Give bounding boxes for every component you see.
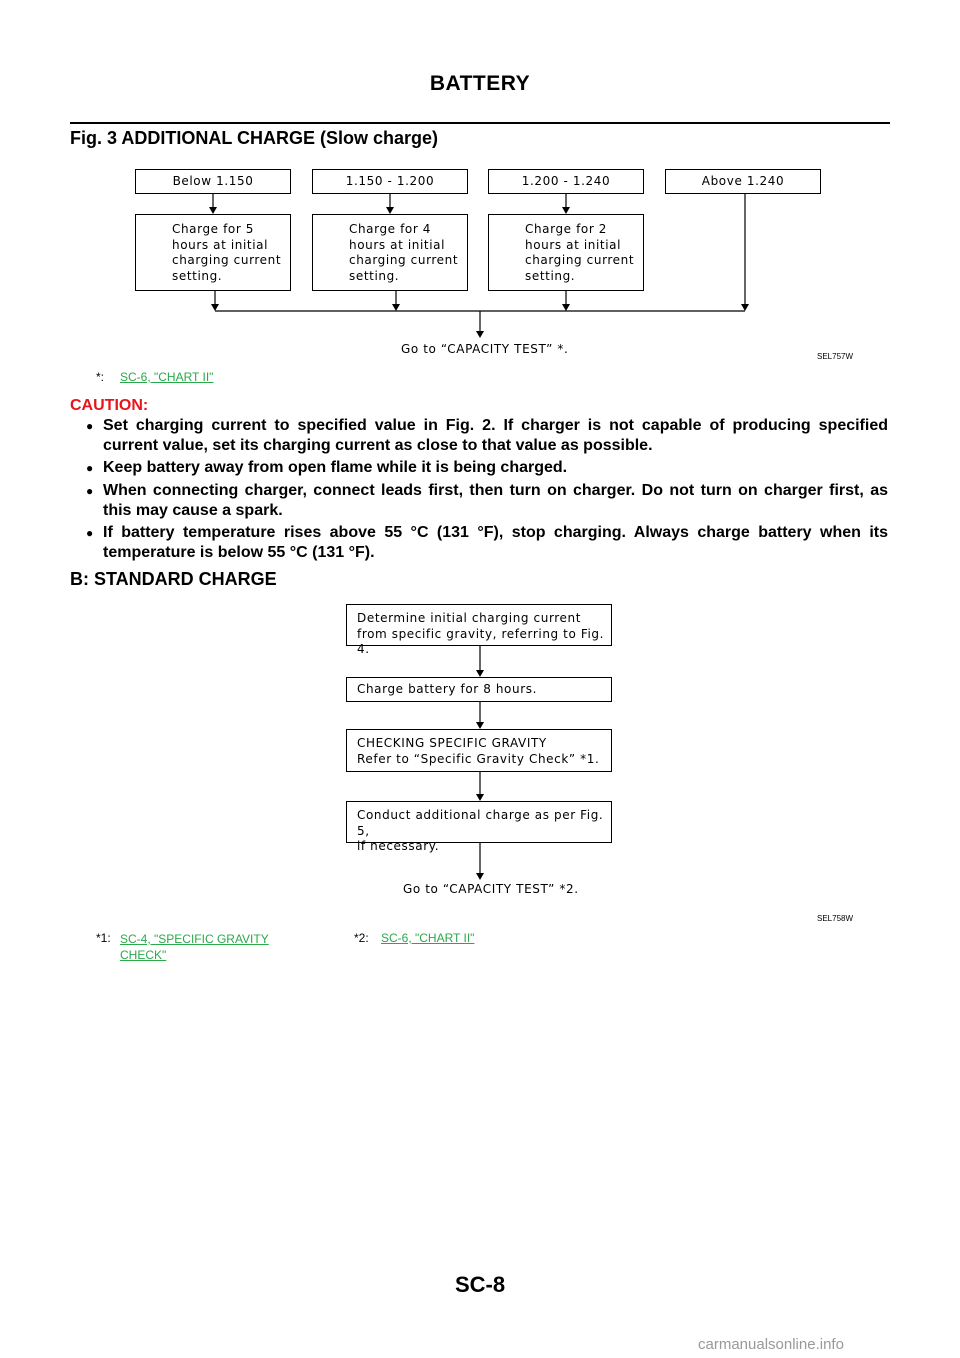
step-determine-current: Determine initial charging current from … — [346, 604, 612, 656]
bullet-icon: ● — [86, 484, 94, 498]
step-charge-8-hours: Charge battery for 8 hours. — [346, 677, 612, 702]
bullet-icon: ● — [86, 526, 94, 540]
standard-goto-capacity-test: Go to “CAPACITY TEST” *2. — [403, 882, 579, 896]
caution-label: CAUTION: — [70, 397, 149, 414]
caution-item: ● Set charging current to specified valu… — [86, 416, 888, 456]
standard-footnote-1: *1: SC-4, "SPECIFIC GRAVITY CHECK" — [96, 931, 356, 965]
range-box-above-1240: Above 1.240 — [665, 169, 821, 194]
page-title: BATTERY — [429, 72, 531, 95]
footnote-link-chart-ii[interactable]: SC-6, "CHART II" — [381, 931, 475, 945]
fig3-connectors — [209, 194, 749, 338]
caution-item-text: Keep battery away from open flame while … — [103, 459, 568, 476]
caution-item: ● When connecting charger, connect leads… — [86, 481, 888, 521]
caution-item-text: Set charging current to specified value … — [103, 417, 888, 454]
action-box-2-hours: Charge for 2 hours at initial charging c… — [488, 214, 644, 291]
standard-charge-heading: B: STANDARD CHARGE — [70, 569, 277, 589]
fig3-goto-capacity-test: Go to “CAPACITY TEST” *. — [401, 342, 569, 356]
caution-item: ● Keep battery away from open flame whil… — [86, 458, 888, 478]
footnote-link-chart-ii[interactable]: SC-6, "CHART II" — [120, 370, 214, 384]
step-additional-charge: Conduct additional charge as per Fig. 5,… — [346, 801, 612, 853]
range-box-below-1150: Below 1.150 — [135, 169, 291, 194]
caution-item: ● If battery temperature rises above 55 … — [86, 523, 888, 563]
caution-item-text: If battery temperature rises above 55 °C… — [103, 524, 888, 561]
watermark: carmanualsonline.info — [698, 1336, 844, 1353]
fig3-heading: Fig. 3 ADDITIONAL CHARGE (Slow charge) — [70, 128, 439, 148]
footnote-key: *: — [96, 370, 105, 384]
footnote-key: *2: — [354, 931, 369, 945]
range-box-1150-1200: 1.150 - 1.200 — [312, 169, 468, 194]
action-box-4-hours: Charge for 4 hours at initial charging c… — [312, 214, 468, 291]
bullet-icon: ● — [86, 419, 94, 433]
standard-connectors — [476, 646, 484, 880]
fig3-figure-id: SEL757W — [817, 352, 854, 361]
fig3-footnote: *: SC-6, "CHART II" — [96, 370, 396, 386]
standard-footnote-2: *2: SC-6, "CHART II" — [354, 931, 614, 947]
footnote-link-specific-gravity[interactable]: SC-4, "SPECIFIC GRAVITY CHECK" — [120, 932, 269, 962]
header-divider — [70, 122, 890, 124]
range-box-1200-1240: 1.200 - 1.240 — [488, 169, 644, 194]
standard-figure-id: SEL758W — [817, 914, 854, 923]
footnote-key: *1: — [96, 931, 111, 945]
page-number: SC-8 — [454, 1272, 506, 1297]
bullet-icon: ● — [86, 461, 94, 475]
step-check-specific-gravity: CHECKING SPECIFIC GRAVITY Refer to “Spec… — [346, 729, 612, 772]
action-box-5-hours: Charge for 5 hours at initial charging c… — [135, 214, 291, 291]
caution-item-text: When connecting charger, connect leads f… — [103, 482, 888, 519]
